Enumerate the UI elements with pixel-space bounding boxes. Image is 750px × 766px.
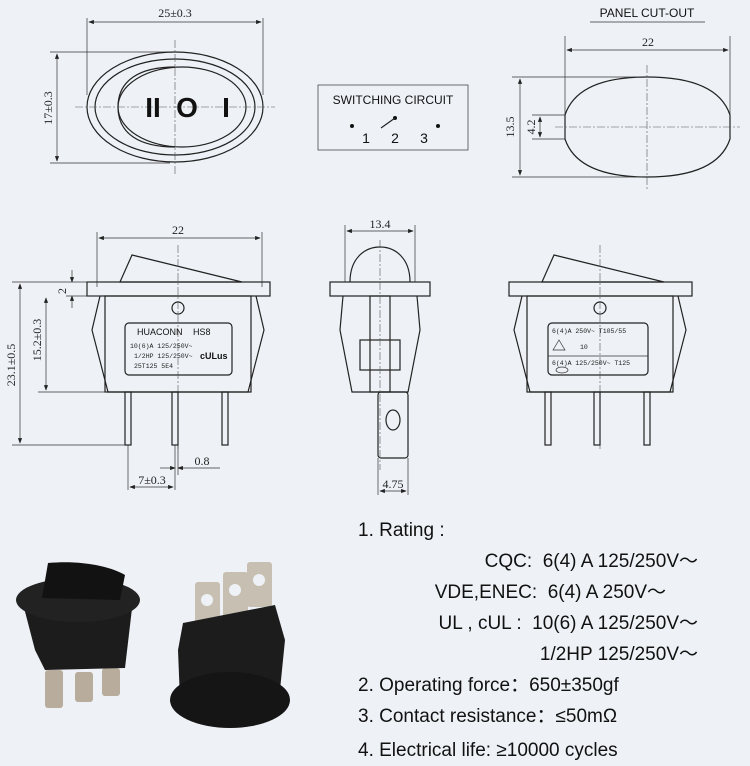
contact-resistance: 3. Contact resistance：≤50mΩ <box>358 706 618 727</box>
switching-circuit: SWITCHING CIRCUIT 1 2 3 <box>317 84 469 151</box>
rating-value: 10(6) A 125/250V～ <box>532 613 698 634</box>
rating-cqc: CQC: 6(4) A 125/250V～ <box>358 546 728 577</box>
label-line1: 10(6)A 125/250V~ <box>130 343 193 350</box>
front-height-dim: 17±0.3 <box>41 91 55 125</box>
cutout-height-dim: 13.5 <box>503 117 517 138</box>
panel-cutout-title: PANEL CUT-OUT <box>600 6 695 20</box>
rating-title: 1. Rating : <box>358 520 445 541</box>
pitch-dim: 7±0.3 <box>138 473 166 487</box>
terminal-width-dim: 4.75 <box>383 477 404 491</box>
rating-hp: 1/2HP 125/250V～ <box>358 639 728 670</box>
rating-label: VDE,ENEC: <box>434 582 538 603</box>
side-view-middle: 13.4 4.75 <box>329 217 431 495</box>
brand-label: HUACONN <box>137 327 183 337</box>
terminal-thickness-dim: 0.8 <box>195 454 210 468</box>
left-width-dim: 22 <box>172 223 184 237</box>
cul-mark: cULus <box>200 351 228 361</box>
technical-drawing: 25±0.3 17±0.3 II O I SWITCHING CIRCUIT 1… <box>4 6 740 728</box>
enec-mark: 10 <box>580 344 588 351</box>
rating-vde: VDE,ENEC: 6(4) A 250V～ <box>358 577 728 608</box>
symbol-o: O <box>176 92 198 123</box>
terminal-1-label: 1 <box>362 130 370 146</box>
body-dim: 15.2±0.3 <box>30 319 44 362</box>
electrical-life: 4. Electrical life: ≥10000 cycles <box>358 740 618 761</box>
terminal-3-label: 3 <box>420 130 428 146</box>
rating-value: 1/2HP 125/250V～ <box>539 644 698 665</box>
symbol-ii: II <box>145 92 161 123</box>
terminal-2-label: 2 <box>391 130 399 146</box>
total-height-dim: 23.1±0.5 <box>4 344 18 387</box>
rating-value: 6(4) A 125/250V～ <box>542 551 698 572</box>
side-view-left: 22 HUACONN HS8 10(6)A 125/250V~ 1/2HP 12… <box>4 223 271 490</box>
product-photo-front <box>16 562 140 708</box>
specifications: 1. Rating : CQC: 6(4) A 125/250V～ VDE,EN… <box>358 515 728 766</box>
rating-label: UL , cUL : <box>438 613 522 634</box>
product-photo-back <box>170 562 290 728</box>
front-view: 25±0.3 17±0.3 II O I <box>41 6 275 175</box>
label-line2: 1/2HP 125/250V~ <box>134 353 193 360</box>
panel-cutout: PANEL CUT-OUT 22 13.5 4.2 <box>503 6 740 190</box>
model-label: HS8 <box>193 327 211 337</box>
cutout-width-dim: 22 <box>642 35 654 49</box>
rating-value: 6(4) A 250V～ <box>547 582 666 603</box>
operating-force: 2. Operating force：650±350gf <box>358 675 619 696</box>
right-label-line2: 6(4)A 125/250V~ T125 <box>552 360 630 367</box>
cutout-flat-dim: 4.2 <box>524 120 538 135</box>
rating-ul: UL , cUL : 10(6) A 125/250V～ <box>358 608 728 639</box>
symbol-i: I <box>222 92 230 123</box>
rocker-dim: 2 <box>55 288 69 294</box>
right-label-line1: 6(4)A 250V~ T105/55 <box>552 328 626 335</box>
side-view-right: 6(4)A 250V~ T105/55 10 6(4)A 125/250V~ T… <box>508 245 693 450</box>
front-width-dim: 25±0.3 <box>158 6 192 20</box>
middle-width-dim: 13.4 <box>370 217 391 231</box>
rating-label: CQC: <box>484 551 533 572</box>
label-line3: 25T125 5E4 <box>134 363 173 370</box>
switching-circuit-title: SWITCHING CIRCUIT <box>333 93 454 107</box>
